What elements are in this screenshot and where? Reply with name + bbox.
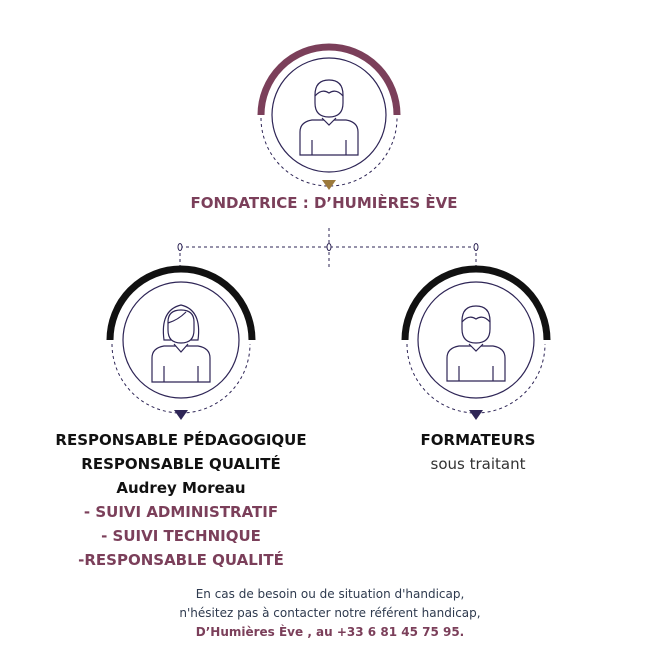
footer-note: En cas de besoin ou de situation d'handi… xyxy=(179,585,480,642)
left-role-2: RESPONSABLE QUALITÉ xyxy=(81,455,281,473)
left-task-1: - SUIVI ADMINISTRATIF xyxy=(83,503,279,521)
male-person-icon xyxy=(299,79,359,156)
down-triangle-icon xyxy=(174,410,188,420)
founder-title: FONDATRICE : D’HUMIÈRES ÈVE xyxy=(190,194,458,212)
down-triangle-icon xyxy=(322,180,336,190)
connector-node xyxy=(326,243,332,251)
right-subtitle: sous traitant xyxy=(430,455,526,473)
founder-node xyxy=(257,43,401,190)
left-task-3: -RESPONSABLE QUALITÉ xyxy=(78,551,284,569)
footer-contact: D’Humières Ève , au +33 6 81 45 75 95. xyxy=(195,625,465,639)
right-node xyxy=(401,265,551,420)
connector-node xyxy=(177,243,183,251)
right-title: FORMATEURS xyxy=(420,431,536,449)
male-person-icon xyxy=(446,305,506,382)
connector-node xyxy=(473,243,479,251)
left-role-1: RESPONSABLE PÉDAGOGIQUE xyxy=(55,431,307,449)
footer-line-1: En cas de besoin ou de situation d'handi… xyxy=(195,587,465,601)
female-person-icon xyxy=(151,304,211,383)
left-node xyxy=(106,265,256,420)
down-triangle-icon xyxy=(469,410,483,420)
left-person-name: Audrey Moreau xyxy=(116,479,246,497)
footer-line-2: n'hésitez pas à contacter notre référent… xyxy=(179,606,481,620)
left-task-2: - SUIVI TECHNIQUE xyxy=(101,527,261,545)
